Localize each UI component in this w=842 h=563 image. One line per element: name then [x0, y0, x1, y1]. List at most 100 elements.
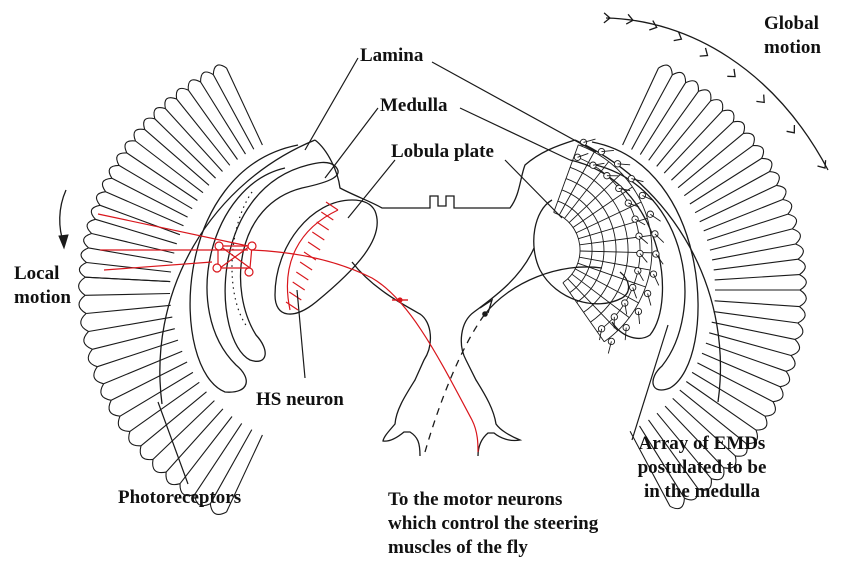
left-lens-facet	[84, 234, 92, 248]
right-lens-facet	[777, 185, 787, 199]
right-ommatidium-divider	[671, 122, 733, 180]
right-lower-lens-facet	[798, 307, 805, 323]
left-ommatidium-divider	[177, 99, 230, 165]
left-lens-facet	[134, 129, 145, 141]
right-lens-facet	[711, 100, 723, 111]
right-lens-facet	[798, 259, 805, 274]
left-lower-ommatidium-divider	[97, 340, 178, 367]
emd-grid-spoke	[565, 162, 609, 219]
hs-neuron-path	[98, 202, 478, 452]
right-ommatidium-divider	[704, 200, 783, 231]
left-lower-ommatidium-divider	[86, 305, 171, 313]
left-lower-lens-facet	[81, 314, 89, 332]
emd-grid-arc	[562, 190, 604, 303]
right-lens-facet	[733, 121, 744, 133]
right-lower-ommatidium-divider	[706, 343, 786, 371]
left-lens-facet	[81, 248, 89, 263]
leader-hs-neuron	[297, 290, 305, 378]
label-global-motion-line1: Global	[764, 12, 819, 35]
global-motion-chevron	[649, 21, 656, 30]
label-local-motion-line1: Local	[14, 262, 59, 285]
left-lower-lens-facet	[109, 400, 120, 416]
hs-dendrite-branch	[296, 272, 308, 280]
hs-dendrite-branch	[308, 242, 320, 250]
label-hs-neuron: HS neuron	[256, 388, 344, 411]
global-motion-chevron	[727, 69, 735, 77]
label-motor-line1: To the motor neurons	[388, 488, 562, 511]
right-lens-facet	[770, 172, 780, 186]
left-lens-facet	[188, 80, 200, 90]
left-lower-lens-facet	[94, 367, 104, 384]
hs-dendrite-branch	[289, 292, 301, 300]
emd-cross-link	[656, 254, 663, 264]
right-lower-ommatidium-divider	[714, 312, 798, 323]
left-lens-facet	[125, 141, 136, 153]
left-ommatidium-divider	[145, 130, 209, 186]
right-lens-facet	[753, 146, 764, 159]
hs-emd-circle	[248, 242, 256, 250]
right-ommatidium-divider	[707, 214, 788, 240]
label-photoreceptors: Photoreceptors	[118, 486, 241, 509]
local-motion-arrowhead	[59, 235, 68, 248]
hs-emd-circle	[245, 268, 253, 276]
right-lower-lens-facet	[765, 402, 775, 417]
right-lower-lens-facet	[780, 371, 790, 386]
right-lens-facet	[792, 229, 800, 244]
left-ommatidium-divider	[87, 263, 172, 273]
right-lens-facet	[796, 244, 804, 259]
left-lens-facet	[213, 65, 226, 75]
right-lower-lens-facet	[756, 416, 767, 430]
right-lens-facet	[659, 65, 673, 75]
label-local-motion-line2: motion	[14, 286, 71, 309]
left-lower-lens-facet	[101, 384, 111, 401]
label-medulla: Medulla	[380, 94, 448, 117]
hs-emd-circle	[215, 242, 223, 250]
left-ommatidium-divider	[227, 68, 263, 145]
left-lower-lens-facet	[140, 446, 153, 460]
label-global-motion-line2: motion	[764, 36, 821, 59]
leader-lamina-left	[305, 58, 358, 150]
hs-emd-circle	[213, 264, 221, 272]
emd-cross-link	[639, 236, 648, 244]
global-motion-chevron	[756, 95, 764, 103]
label-emd-line2: postulated to be	[612, 456, 792, 479]
signal-dot	[482, 311, 488, 317]
right-lower-lens-facet	[795, 323, 803, 339]
left-lens-facet	[91, 205, 100, 219]
signal-arrowhead	[480, 300, 492, 313]
left-lens-facet	[109, 165, 119, 178]
left-lower-ommatidium-divider	[104, 351, 183, 384]
left-lower-lens-facet	[129, 431, 141, 445]
right-lens-facet	[788, 214, 797, 229]
hs-dendrite-branch	[317, 222, 329, 230]
left-lens-facet	[87, 219, 95, 233]
left-lens-facet	[117, 153, 127, 165]
emd-grid-arc	[554, 212, 580, 282]
left-lower-lens-facet	[88, 349, 97, 366]
emd-unit-circle	[650, 271, 656, 277]
global-motion-chevron	[700, 48, 708, 56]
right-lower-lens-facet	[791, 339, 799, 355]
left-lower-ommatidium-divider	[85, 277, 170, 281]
left-lens-facet	[176, 88, 188, 99]
right-lower-lens-facet	[773, 387, 783, 402]
right-lens-facet	[743, 133, 754, 145]
left-lens-facet	[96, 192, 105, 206]
emd-unit-circle	[608, 338, 614, 344]
right-ommatidium-divider	[657, 101, 711, 167]
emd-cross-link	[640, 254, 647, 263]
connective-right-outline	[461, 248, 534, 456]
right-lens-facet	[762, 158, 772, 171]
right-lens-facet	[672, 72, 685, 82]
right-lens-facet	[722, 110, 734, 122]
left-ommatidium-divider	[95, 219, 176, 244]
hs-dendrite-branch	[293, 282, 305, 290]
label-lamina: Lamina	[360, 44, 423, 67]
right-lower-lens-facet	[786, 356, 795, 372]
emd-grid-spoke	[563, 283, 604, 342]
global-motion-chevron	[787, 125, 795, 133]
right-ommatidium-divider	[678, 133, 743, 187]
emd-cross-link	[655, 234, 664, 243]
left-lower-lens-facet	[118, 416, 130, 431]
left-lower-lens-facet	[79, 295, 86, 313]
